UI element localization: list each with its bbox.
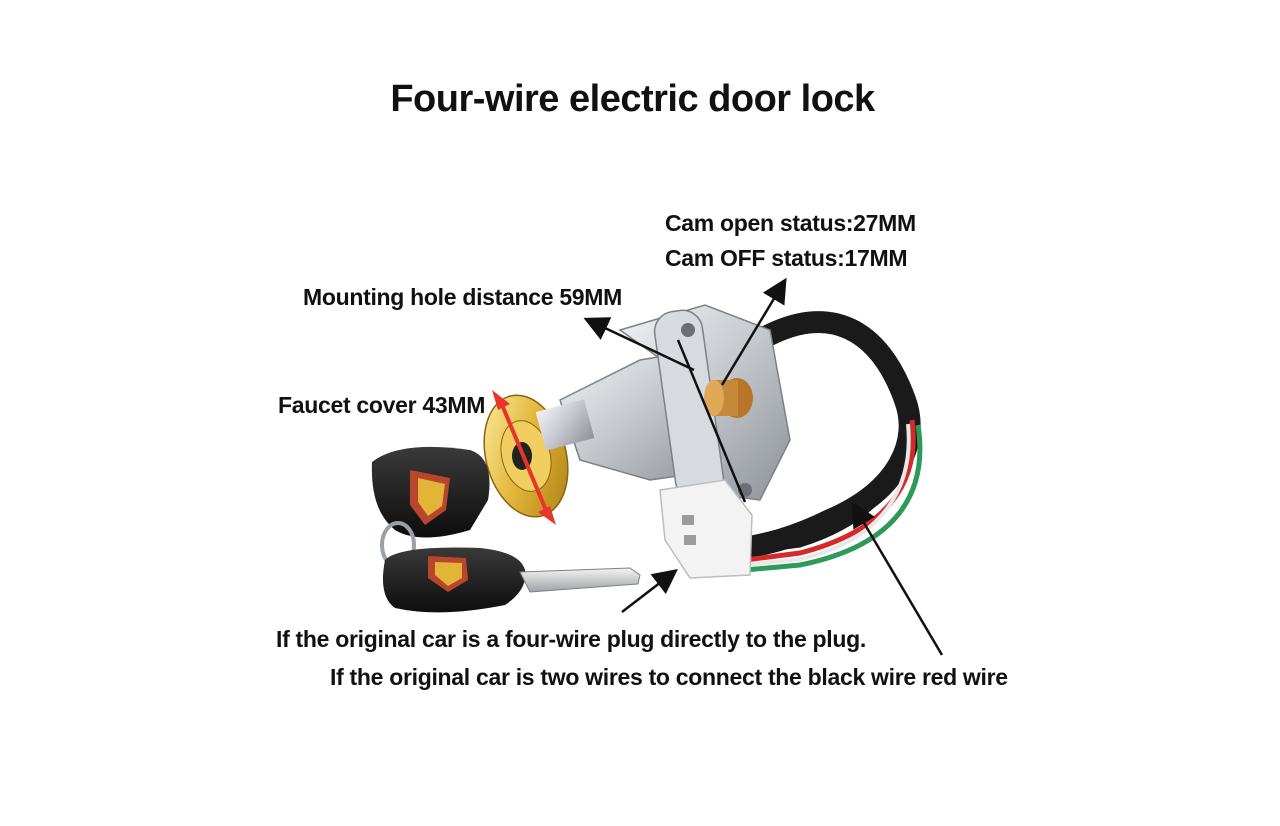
cam-off-label: Cam OFF status:17MM (665, 245, 908, 271)
faucet-cover (483, 394, 595, 518)
cam-pointer-arrow (720, 277, 787, 386)
plug-pointer-arrow (621, 568, 678, 613)
mounting-hole-label: Mounting hole distance 59MM (303, 284, 623, 310)
wire-harness (734, 311, 923, 573)
mounting-pointer-arrow (583, 317, 695, 372)
lock-body (559, 304, 791, 501)
cam-open-label: Cam open status:27MM (665, 210, 916, 236)
pointer-arrows (583, 277, 944, 656)
keys (371, 446, 641, 613)
wire-pointer-arrow (851, 501, 944, 656)
faucet-cover-label: Faucet cover 43MM (278, 392, 486, 418)
four-wire-note: If the original car is a four-wire plug … (276, 626, 866, 652)
connector-plug (659, 479, 753, 579)
two-wire-note: If the original car is two wires to conn… (330, 664, 1008, 690)
faucet-dimension-arrow (492, 390, 556, 525)
page-title: Four-wire electric door lock (390, 78, 875, 120)
